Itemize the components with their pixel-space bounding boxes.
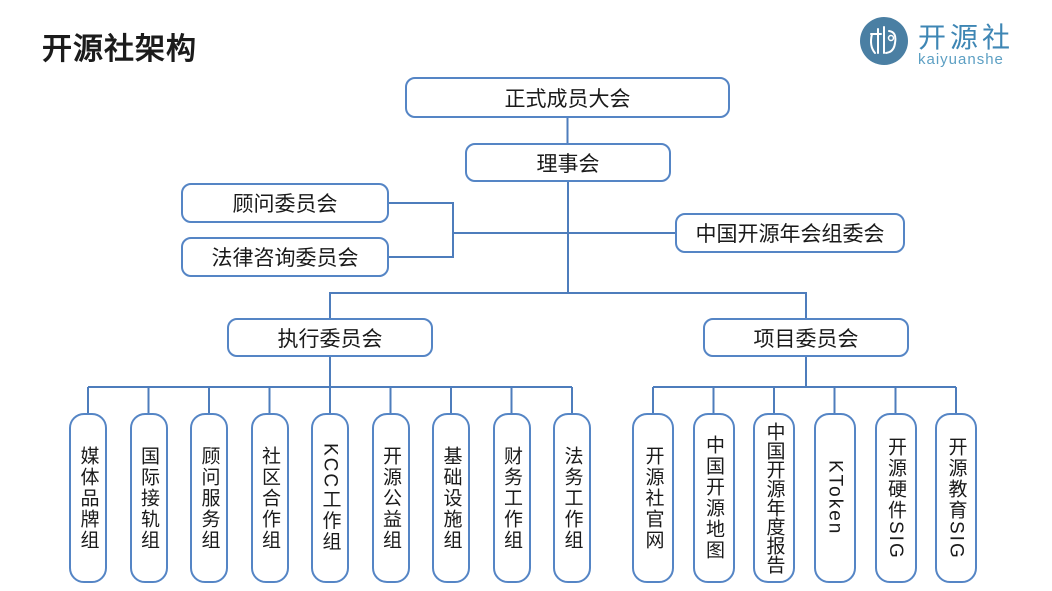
node-finance-working-group: 财务工作组 [492, 413, 531, 583]
kaiyuanshe-logo: 开源社 kaiyuanshe [858, 15, 1014, 68]
logo-text-en: kaiyuanshe [918, 50, 1004, 68]
node-annual-conference-committee: 中国开源年会组委会 [675, 213, 905, 253]
node-media-branding-group: 媒体品牌组 [69, 413, 107, 583]
node-education-sig: 开源教育SIG [935, 413, 977, 583]
node-advisory-committee: 顾问委员会 [181, 183, 389, 223]
kaiyuanshe-logo-icon [860, 17, 908, 65]
node-international-integration-group: 国际接轨组 [129, 413, 168, 583]
node-project-committee: 项目委员会 [703, 318, 909, 357]
node-ktoken: KToken [813, 413, 856, 583]
node-website: 开源社官网 [632, 413, 674, 583]
node-general-assembly: 正式成员大会 [405, 77, 730, 118]
logo-text-zh: 开源社 [918, 22, 1015, 53]
node-legal-advisory-committee: 法律咨询委员会 [181, 237, 389, 277]
node-advisory-service-group: 顾问服务组 [190, 413, 228, 583]
node-kcc-working-group: KCC工作组 [311, 413, 349, 583]
node-infrastructure-group: 基础设施组 [432, 413, 470, 583]
logo-wordmark: 开源社 kaiyuanshe [918, 15, 1014, 68]
node-annual-report: 中国开源年度报告 [753, 413, 795, 583]
node-hardware-sig: 开源硬件SIG [874, 413, 917, 583]
node-open-source-charity-group: 开源公益组 [371, 413, 410, 583]
node-legal-working-group: 法务工作组 [553, 413, 591, 583]
node-board: 理事会 [465, 143, 671, 182]
node-china-open-source-map: 中国开源地图 [692, 413, 735, 583]
page-title: 开源社架构 [42, 33, 197, 66]
node-community-cooperation-group: 社区合作组 [250, 413, 289, 583]
node-executive-committee: 执行委员会 [227, 318, 433, 357]
